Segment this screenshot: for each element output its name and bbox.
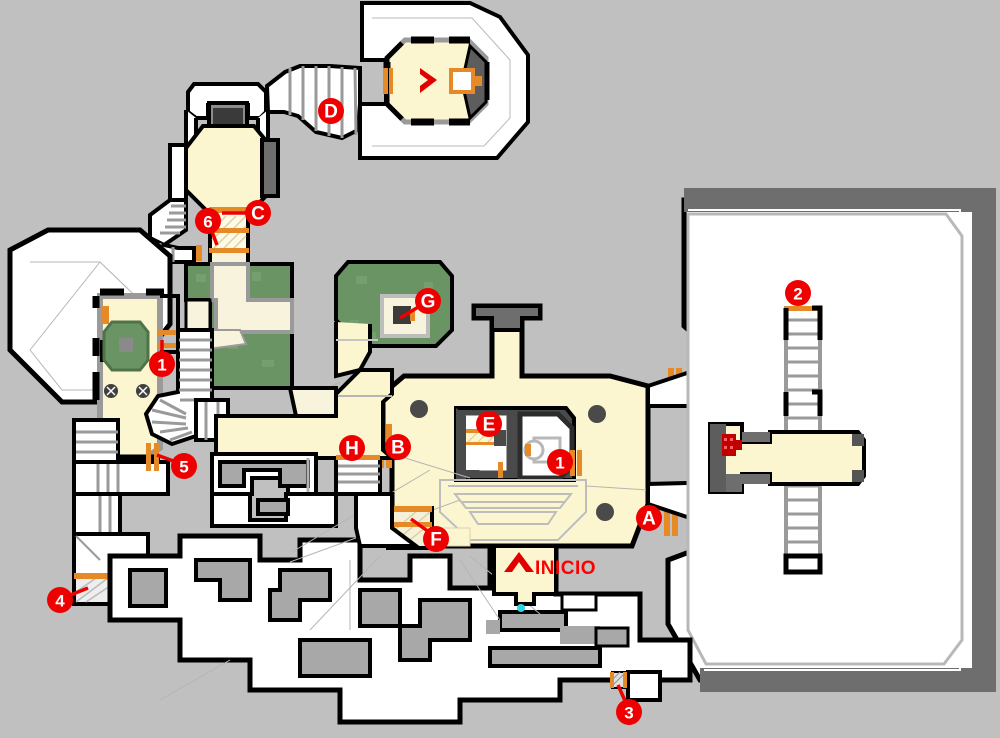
marker-label: E — [483, 415, 496, 436]
marker-circle — [47, 587, 73, 613]
marker-label: H — [345, 439, 359, 460]
cyan-pickup-icon — [517, 604, 525, 612]
marker-circle — [171, 453, 197, 479]
marker-leader-line — [409, 517, 431, 534]
marker-circle — [149, 351, 175, 377]
start-label: INICIO — [535, 558, 596, 579]
marker-label: 4 — [55, 592, 65, 611]
marker-label: 1 — [157, 356, 166, 375]
start-arrow-icon — [504, 552, 534, 572]
marker-circle — [616, 699, 642, 725]
south-maze — [107, 452, 693, 725]
map-marker-d[interactable]: D — [318, 98, 344, 124]
marker-circle — [547, 449, 573, 475]
marker-circle — [318, 98, 344, 124]
map-marker-h[interactable]: H — [339, 435, 365, 461]
marker-circle — [415, 288, 441, 314]
marker-circle — [245, 200, 271, 226]
marker-label: B — [391, 438, 405, 459]
marker-label: 1 — [555, 454, 564, 473]
map-marker-c[interactable]: C — [222, 200, 271, 226]
marker-label: 2 — [793, 285, 802, 304]
marker-leader-line — [399, 304, 421, 320]
marker-circle — [785, 280, 811, 306]
misc-corridors — [287, 386, 422, 548]
marker-label: 6 — [203, 213, 212, 232]
map-marker-4[interactable]: 4 — [47, 586, 89, 613]
markers-layer: D C G E H B F A 1 6 5 4 3 2 1 — [47, 98, 811, 725]
red-key-icon — [722, 434, 742, 456]
marker-label: F — [430, 530, 442, 551]
marker-label: A — [642, 509, 656, 530]
map-marker-2[interactable]: 2 — [785, 280, 811, 306]
west-key-room — [92, 288, 180, 465]
map-marker-5[interactable]: 5 — [156, 453, 197, 479]
marker-circle — [195, 208, 221, 234]
marker-label: 5 — [179, 458, 188, 477]
marker-circle — [423, 526, 449, 552]
map-marker-f[interactable]: F — [409, 517, 449, 552]
marker-circle — [636, 505, 662, 531]
map-marker-3[interactable]: 3 — [616, 684, 642, 725]
exit-switch-icon — [449, 68, 475, 94]
marker-label: D — [324, 102, 338, 123]
map-marker-6[interactable]: 6 — [195, 208, 221, 246]
marker-label: 3 — [624, 704, 633, 723]
marker-circle — [476, 411, 502, 437]
upper-octagon-room — [143, 82, 280, 264]
marker-label: G — [421, 292, 436, 313]
map-marker-1[interactable]: 1 — [149, 340, 175, 377]
marker-circle — [339, 435, 365, 461]
marker-label: C — [251, 204, 265, 225]
marker-circle — [385, 434, 411, 460]
map-marker-1[interactable]: 1 — [547, 449, 573, 475]
exit-chevron-icon — [420, 68, 437, 93]
map-marker-g[interactable]: G — [399, 288, 441, 320]
map-marker-a[interactable]: A — [636, 505, 662, 531]
exit-chamber-region — [358, 0, 530, 160]
map-marker-b[interactable]: B — [385, 434, 411, 460]
map-marker-e[interactable]: E — [476, 411, 502, 437]
east-hall — [665, 188, 996, 692]
